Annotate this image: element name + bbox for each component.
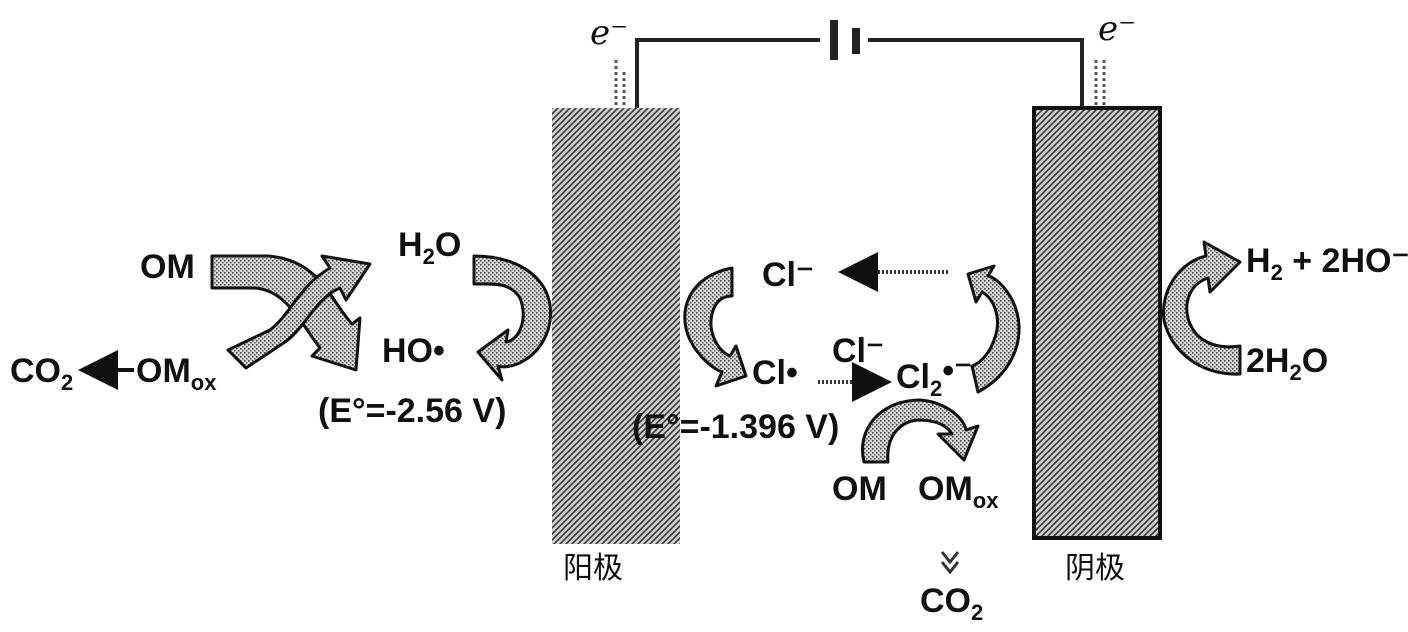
cathode-electrode: [1032, 106, 1162, 540]
cl2-radical-label: Cl2•⁻: [896, 352, 972, 401]
battery-plate-short: [852, 28, 860, 54]
cl-minus-mid-label: Cl⁻: [832, 332, 884, 370]
h2o-to-ho-arrow: [472, 254, 553, 382]
om-oxidation-arrow: [861, 398, 980, 464]
h2o-label: H2O: [398, 226, 461, 269]
cathode-contact-squiggle: [1094, 60, 1106, 108]
om-ox-to-co2-arrow: [940, 551, 960, 575]
om-to-om-ox-arrow: [210, 254, 362, 372]
electron-right-label: e⁻: [1098, 9, 1136, 49]
h2-products-label: H2 + 2HO⁻: [1246, 242, 1408, 285]
middle-potential-label: (E°=-1.396 V): [632, 408, 839, 446]
left-om-label: OM: [140, 248, 195, 286]
middle-reactions: Cl⁻ Cl• Cl⁻ Cl2•⁻ (E°=-1.396 V) OM OMox …: [632, 252, 1021, 625]
left-co2-label: CO2: [10, 352, 73, 395]
wire-left: [635, 38, 820, 50]
cathode: 阴极: [1032, 106, 1162, 586]
h2o-reduction-arrow: [1162, 240, 1242, 376]
middle-om-ox-label: OMox: [918, 470, 999, 513]
crossing-arrow-up: [226, 254, 372, 370]
cathode-label: 阴极: [1065, 551, 1125, 586]
middle-co2-label: CO2: [920, 582, 983, 625]
electron-left-label: e⁻: [590, 13, 628, 53]
cl-to-cl-radical-arrow: [683, 266, 748, 388]
left-potential-label: (E°=-2.56 V): [318, 392, 506, 430]
right-reactions: H2 + 2HO⁻ 2H2O: [1162, 240, 1408, 385]
anode: 阳极: [552, 108, 680, 586]
middle-om-label: OM: [832, 470, 887, 508]
cl-minus-top-label: Cl⁻: [762, 256, 814, 294]
left-om-ox-label: OMox: [136, 352, 217, 395]
cl-radical-label: Cl•: [752, 354, 798, 392]
ho-radical-label: HO•: [382, 332, 445, 370]
right-h2o-label: 2H2O: [1246, 342, 1328, 385]
left-reactions: OM CO2 OMox H2O HO• (E°=-2.56 V): [10, 226, 553, 430]
anode-contact-squiggle: [614, 60, 626, 110]
circuit: e⁻ e⁻: [590, 9, 1136, 110]
battery-plate-long: [830, 20, 838, 60]
wire-right: [868, 38, 1084, 108]
anode-label: 阳极: [563, 551, 623, 586]
anode-electrode: [552, 108, 680, 544]
cathode-cl-return-arrow: [966, 264, 1021, 394]
